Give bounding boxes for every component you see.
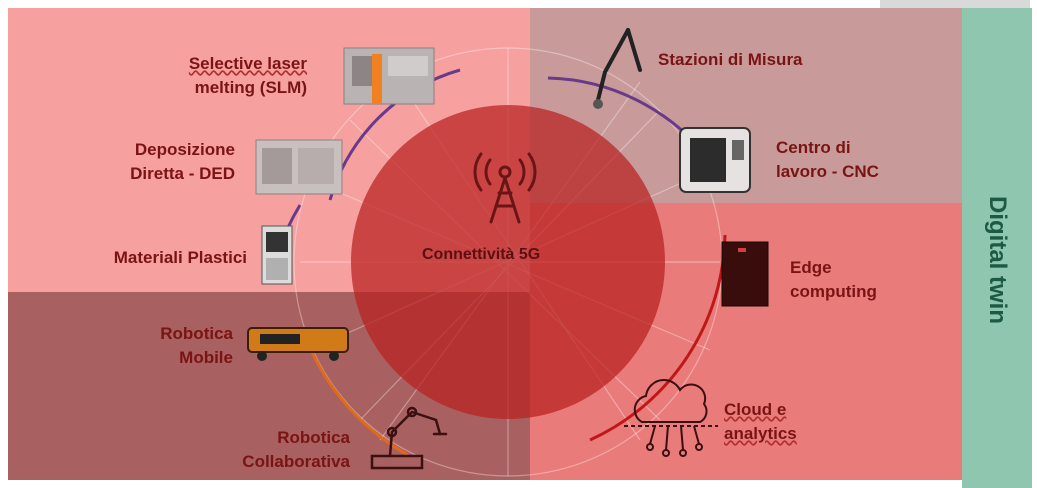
mobile-robot-icon [247, 327, 349, 361]
ded-machine-icon [255, 139, 343, 195]
ded-label: Deposizione Diretta - DED [130, 138, 235, 186]
edge-label: Edge computing [790, 256, 877, 304]
misura-label: Stazioni di Misura [658, 48, 803, 72]
antenna-tower-icon [473, 152, 537, 224]
arc-orange-left [310, 351, 409, 457]
cnc-label: Centro di lavoro - CNC [776, 136, 879, 184]
digital-twin-band [962, 8, 1032, 488]
cnc-label-line1: Centro di [776, 138, 851, 157]
misura-label-line1: Stazioni di Misura [658, 50, 803, 69]
top-decoration [880, 0, 1030, 8]
edge-server-icon [721, 241, 769, 307]
ded-label-line1: Deposizione [134, 140, 235, 159]
cnc-label-line2: lavoro - CNC [776, 162, 879, 181]
plastici-label-line1: Materiali Plastici [113, 248, 247, 267]
robot-collab-label: Robotica Collaborativa [242, 426, 350, 474]
robot-arm-icon [370, 406, 448, 470]
robot-mobile-label-line1: Robotica [160, 324, 233, 343]
cloud-label: Cloud e analytics [724, 398, 797, 446]
measuring-arm-icon [593, 28, 642, 109]
slm-label-line1: Selective laser [188, 54, 307, 73]
robot-mobile-label: Robotica Mobile [160, 322, 233, 370]
cloud-label-line1: Cloud e [724, 400, 787, 419]
plastic-printer-icon [261, 225, 293, 285]
connectivity-circle [351, 105, 665, 419]
robot-collab-label-line1: Robotica [277, 428, 350, 447]
cnc-machine-icon [679, 127, 751, 193]
edge-label-line2: computing [790, 282, 877, 301]
robot-mobile-label-line2: Mobile [179, 348, 233, 367]
ded-label-line2: Diretta - DED [130, 164, 235, 183]
slm-label: Selective laser melting (SLM) [189, 52, 307, 100]
cloud-label-line2: analytics [724, 424, 797, 443]
connectivity-label: Connettività 5G [422, 246, 541, 263]
edge-label-line1: Edge [790, 258, 832, 277]
robot-collab-label-line2: Collaborativa [242, 452, 350, 471]
plastici-label: Materiali Plastici [114, 246, 247, 270]
slm-label-line2: melting (SLM) [194, 78, 307, 97]
slm-printer-icon [343, 47, 435, 105]
cloud-analytics-icon [624, 379, 718, 457]
